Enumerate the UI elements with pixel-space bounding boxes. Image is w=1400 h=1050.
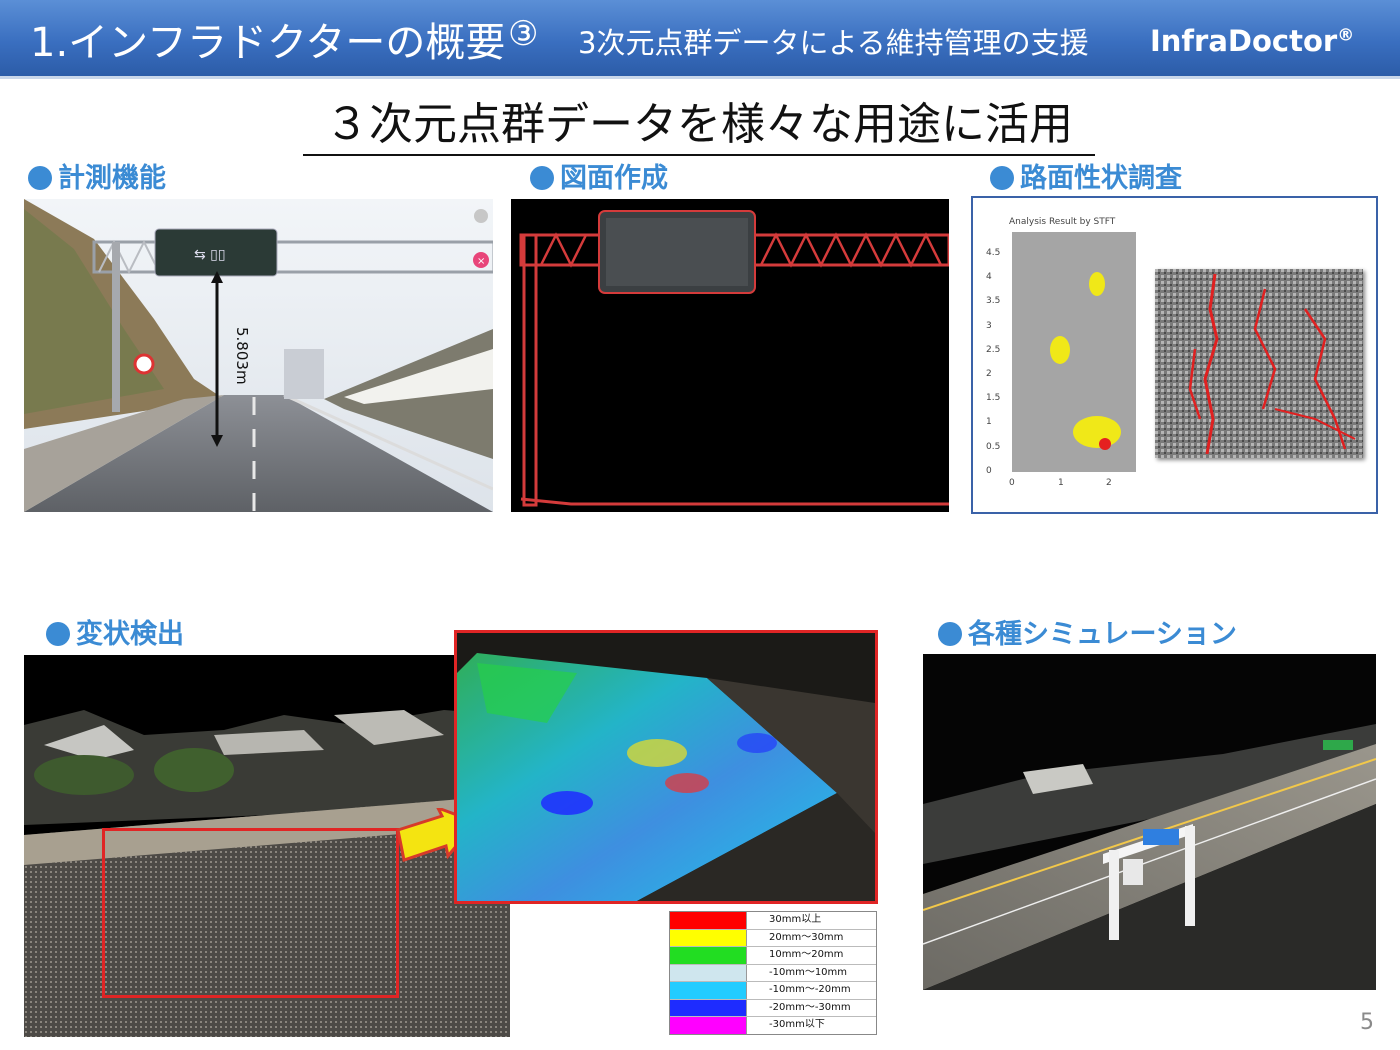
legend-row: -10mm～-20mm: [670, 982, 876, 1000]
height-measurement: 5.803m: [233, 327, 251, 385]
legend-label: -20mm～-30mm: [769, 1001, 851, 1013]
bullet-icon: [46, 622, 70, 646]
y-tick: 1.5: [986, 393, 1001, 404]
brand-logo: InfraDoctor®: [1150, 24, 1354, 58]
analysis-chart-title: Analysis Result by STFT: [1009, 217, 1116, 227]
bullet-icon: [530, 166, 554, 190]
deformation-legend: 30mm以上 20mm～30mm 10mm～20mm -10mm～10mm -1…: [669, 911, 877, 1035]
drawing-image: [511, 199, 949, 512]
legend-swatch: [670, 982, 747, 999]
legend-row: 20mm～30mm: [670, 929, 876, 947]
legend-swatch: [670, 1017, 747, 1034]
header-subtitle: 3次元点群データによる維持管理の支援: [578, 26, 1089, 60]
page-number: 5: [1360, 1010, 1374, 1035]
y-tick: 0.5: [986, 441, 1001, 452]
brand-mark: ®: [1337, 25, 1355, 46]
legend-row: -10mm～10mm: [670, 964, 876, 982]
crack-image: [1155, 269, 1363, 458]
section-measure-label: 計測機能: [58, 163, 166, 194]
legend-label: -10mm～-20mm: [769, 984, 851, 995]
x-tick: 0: [1009, 478, 1015, 488]
y-tick: 2.5: [986, 344, 1001, 355]
y-tick: 3: [986, 320, 992, 331]
section-drawing: 図面作成: [530, 156, 668, 195]
legend-row: 30mm以上: [670, 912, 876, 930]
header-number: ③: [508, 14, 539, 54]
y-axis: 4.5 4 3.5 3 2.5 2 1.5 1 0.5 0: [986, 248, 1006, 480]
section-drawing-label: 図面作成: [560, 163, 668, 194]
section-road-survey-label: 路面性状調査: [1020, 163, 1182, 194]
legend-swatch: [670, 964, 747, 981]
y-tick: 3.5: [986, 296, 1001, 307]
y-tick: 4.5: [986, 248, 1001, 258]
legend-row: 10mm～20mm: [670, 947, 876, 965]
section-simulation-label: 各種シミュレーション: [968, 619, 1237, 650]
legend-label: 20mm～30mm: [769, 931, 844, 943]
heatmap-image: [454, 630, 878, 904]
legend-row: -30mm以下: [670, 1017, 876, 1034]
header-title: 1.インフラドクターの概要: [30, 20, 506, 66]
legend-label: -10mm～10mm: [769, 966, 848, 978]
legend-swatch: [670, 947, 747, 964]
legend-label: 10mm～20mm: [769, 949, 844, 960]
analysis-chart-area: [1012, 232, 1136, 472]
highlight-box: [102, 828, 399, 998]
y-tick: 4: [986, 272, 992, 283]
legend-swatch: [670, 912, 747, 929]
section-measure: 計測機能: [28, 156, 166, 195]
section-deformation-label: 変状検出: [76, 619, 184, 650]
svg-text:⇆ ▯▯: ⇆ ▯▯: [194, 247, 226, 263]
legend-swatch: [670, 999, 747, 1016]
svg-text:×: ×: [477, 256, 485, 267]
legend-swatch: [670, 929, 747, 946]
bullet-icon: [28, 166, 52, 190]
y-tick: 0: [986, 465, 992, 476]
legend-label: -30mm以下: [769, 1019, 825, 1030]
section-deformation: 変状検出: [46, 612, 184, 651]
legend-row: -20mm～-30mm: [670, 999, 876, 1017]
section-road-survey: 路面性状調査: [990, 156, 1182, 195]
slide-title: ３次元点群データを様々な用途に活用: [303, 88, 1095, 156]
y-tick: 1: [986, 417, 992, 428]
y-tick: 2: [986, 368, 992, 379]
x-tick: 2: [1106, 478, 1112, 488]
brand-name: InfraDoctor: [1150, 24, 1338, 58]
simulation-image: [923, 654, 1376, 990]
measure-image: ⇆ ▯▯ × 5.803m: [24, 199, 493, 512]
legend-label: 30mm以上: [769, 914, 822, 925]
x-tick: 1: [1058, 478, 1064, 488]
bullet-icon: [938, 622, 962, 646]
section-simulation: 各種シミュレーション: [938, 612, 1237, 651]
header-bar: [0, 0, 1400, 79]
bullet-icon: [990, 166, 1014, 190]
